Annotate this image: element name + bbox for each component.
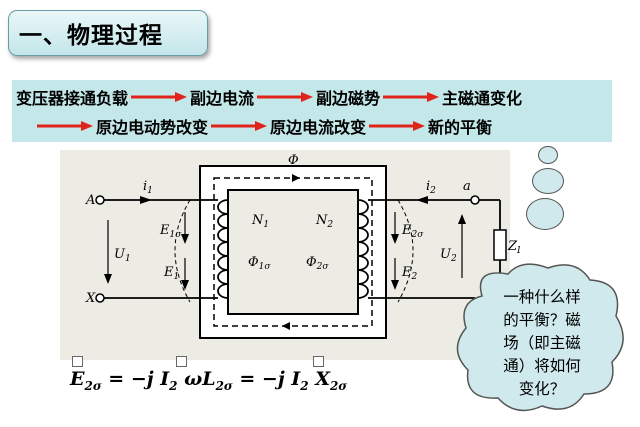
label-emf-leak-secondary: E2σ [401,223,424,240]
arrow-up-icon [458,214,466,224]
flow-step: 主磁通变化 [442,89,523,108]
main-flux-path [213,177,373,327]
bubble-line: 通）将如何 [503,357,581,375]
thought-cloud-large [526,198,564,230]
leakage-emf-formula: E2σ = −j I2 ωL2σ = −j I2 X2σ [70,368,348,393]
flow-step: 原边电流改变 [270,118,367,137]
terminal-x [95,293,105,303]
arrow-down-icon [104,274,112,284]
bubble-question: 一种什么样 的平衡？磁 场（即主磁 通）将如何 变化？ [478,286,606,401]
arrow-right-icon [383,92,440,102]
label-load: ZL [507,239,520,256]
label-terminal-a-secondary: a [463,179,471,194]
label-turns-secondary: N2 [315,213,333,230]
flow-step: 副边磁势 [316,89,381,108]
title-box: 一、物理过程 [8,10,208,56]
process-flow: 变压器接通负载 副边电流 副边磁势 主磁通变化 原边电动势改变 原边电流改变 新… [12,80,612,142]
arrow-right-icon [257,92,314,102]
current-primary-arrow-icon [140,196,152,204]
arrow-down-icon [391,280,399,290]
phasor-mark-icon [72,356,83,367]
flow-step: 变压器接通负载 [16,89,129,108]
transformer-core [199,165,387,339]
primary-coil [217,199,229,299]
bubble-line: 一种什么样 [503,288,581,306]
arrow-right-icon [37,121,93,131]
phasor-mark-icon [313,356,324,367]
label-current-secondary: i2 [426,179,436,196]
terminal-a-upper [95,195,105,205]
flux-arrow-icon [282,322,290,330]
thought-cloud-small [538,146,558,164]
label-emf-leak-primary: E1σ [159,223,182,240]
arrow-right-icon [211,121,268,131]
flux-arrow-icon [292,174,300,182]
label-terminal-a: A [85,193,95,208]
flow-step: 新的平衡 [428,118,493,137]
thought-cloud-medium [532,168,564,194]
label-terminal-x: X [85,291,96,306]
flow-row-1: 变压器接通负载 副边电流 副边磁势 主磁通变化 [16,83,522,111]
label-leak-flux-secondary: Φ2σ [306,255,329,272]
label-turns-primary: N1 [251,213,269,230]
label-voltage-secondary: U2 [440,247,457,264]
flow-row-2: 原边电动势改变 原边电流改变 新的平衡 [34,112,492,140]
phasor-mark-icon [176,356,187,367]
flow-step: 原边电动势改变 [96,118,209,137]
load-impedance [493,229,507,261]
transformer-diagram: A X a i1 i2 U1 U2 E1σ E1 E2σ E2 Φ Φ1σ Φ2… [60,150,520,360]
label-leak-flux-primary: Φ1σ [248,255,271,272]
arrow-right-icon [369,121,426,131]
thought-bubble [456,263,624,412]
label-emf-primary: E1 [163,265,179,282]
bubble-line: 场（即主磁 [503,334,581,352]
label-voltage-primary: U1 [114,247,131,264]
terminal-a-lower [470,195,480,205]
bubble-line: 的平衡？磁 [503,311,581,329]
flow-step: 副边电流 [190,89,255,108]
arrow-down-icon [391,234,399,244]
secondary-coil [357,199,369,299]
bubble-line: 变化？ [518,380,566,398]
label-current-primary: i1 [143,179,153,196]
arrow-down-icon [181,280,189,290]
label-emf-secondary: E2 [401,265,418,282]
current-secondary-arrow-icon [416,196,428,204]
arrow-right-icon [131,92,188,102]
page-title: 一、物理过程 [19,23,163,49]
label-main-flux: Φ [288,153,299,168]
arrow-down-icon [181,234,189,244]
